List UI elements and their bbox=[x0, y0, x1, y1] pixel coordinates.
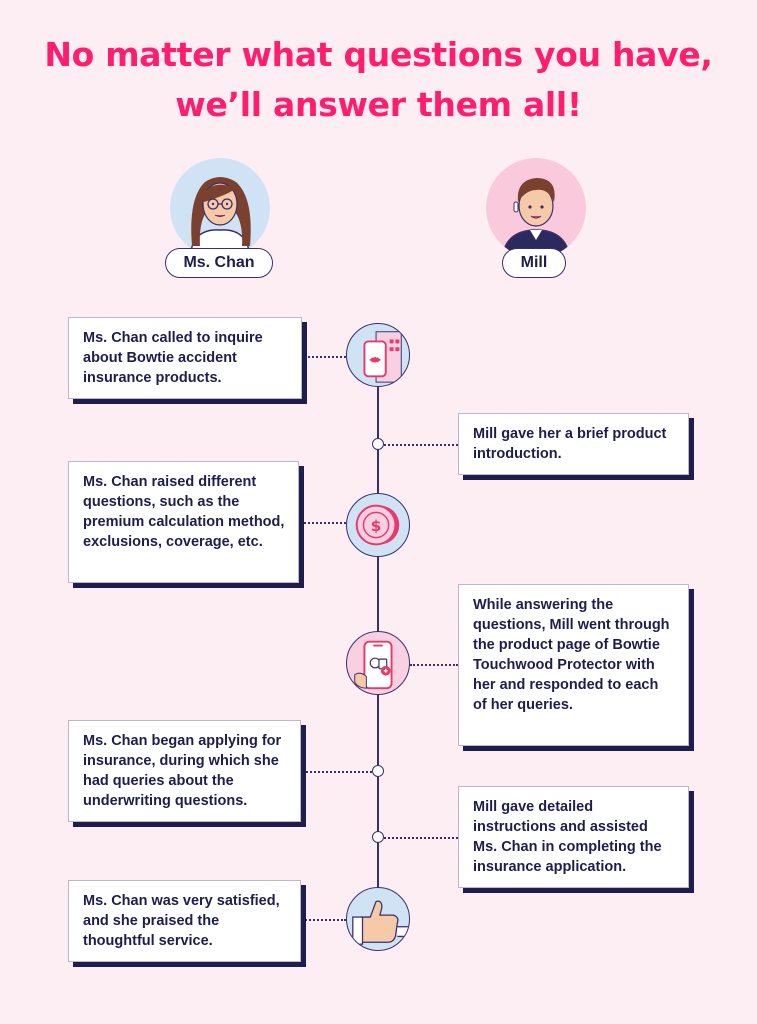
step-card-5: Ms. Chan began applying for insurance, d… bbox=[68, 720, 301, 822]
building-phone-icon bbox=[363, 331, 402, 383]
step-card-6: Mill gave detailed instructions and assi… bbox=[458, 786, 689, 888]
step-text-5: Ms. Chan began applying for insurance, d… bbox=[83, 733, 282, 809]
step-text-6: Mill gave detailed instructions and assi… bbox=[473, 799, 662, 875]
ms-chan-avatar bbox=[170, 158, 270, 258]
step-card-3: Ms. Chan raised different questions, suc… bbox=[68, 461, 299, 583]
phone-coin-node bbox=[346, 631, 410, 695]
connector-4 bbox=[410, 664, 458, 666]
connector-1 bbox=[304, 356, 346, 358]
step-card-7: Ms. Chan was very satisfied, and she pra… bbox=[68, 880, 301, 962]
mill-avatar bbox=[486, 158, 586, 258]
timeline-dot-3 bbox=[372, 831, 384, 843]
step-text-4: While answering the questions, Mill went… bbox=[473, 597, 670, 713]
step-card-2: Mill gave her a brief product introducti… bbox=[458, 413, 689, 475]
thumbs-up-icon bbox=[352, 900, 409, 945]
dollar-coin-icon: $ bbox=[355, 504, 400, 546]
step-text-7: Ms. Chan was very satisfied, and she pra… bbox=[83, 893, 280, 949]
building-phone-node bbox=[346, 323, 410, 387]
mill-name-pill: Mill bbox=[502, 248, 566, 278]
dollar-coin-node: $ bbox=[346, 493, 410, 557]
connector-6 bbox=[384, 837, 458, 839]
phone-coin-icon bbox=[354, 640, 393, 690]
connector-2 bbox=[384, 444, 458, 446]
connector-3 bbox=[300, 522, 346, 524]
ms-chan-name: Ms. Chan bbox=[183, 254, 255, 271]
timeline-dot-2 bbox=[372, 765, 384, 777]
connector-5 bbox=[302, 771, 372, 773]
svg-text:$: $ bbox=[371, 517, 382, 535]
mill-name: Mill bbox=[520, 254, 548, 271]
step-text-2: Mill gave her a brief product introducti… bbox=[473, 426, 667, 462]
man-avatar-icon bbox=[501, 178, 571, 258]
step-card-1: Ms. Chan called to inquire about Bowtie … bbox=[68, 317, 302, 399]
step-card-4: While answering the questions, Mill went… bbox=[458, 584, 689, 746]
ms-chan-name-pill: Ms. Chan bbox=[165, 248, 273, 278]
step-text-3: Ms. Chan raised different questions, suc… bbox=[83, 474, 285, 550]
page-title: No matter what questions you have, we’ll… bbox=[0, 30, 757, 130]
woman-avatar-icon bbox=[189, 177, 251, 258]
step-text-1: Ms. Chan called to inquire about Bowtie … bbox=[83, 330, 263, 386]
timeline-dot-1 bbox=[372, 438, 384, 450]
connector-7 bbox=[302, 919, 346, 921]
thumbs-up-node bbox=[346, 887, 410, 951]
title-line-2: we’ll answer them all! bbox=[175, 85, 582, 124]
title-line-1: No matter what questions you have, bbox=[44, 35, 713, 74]
